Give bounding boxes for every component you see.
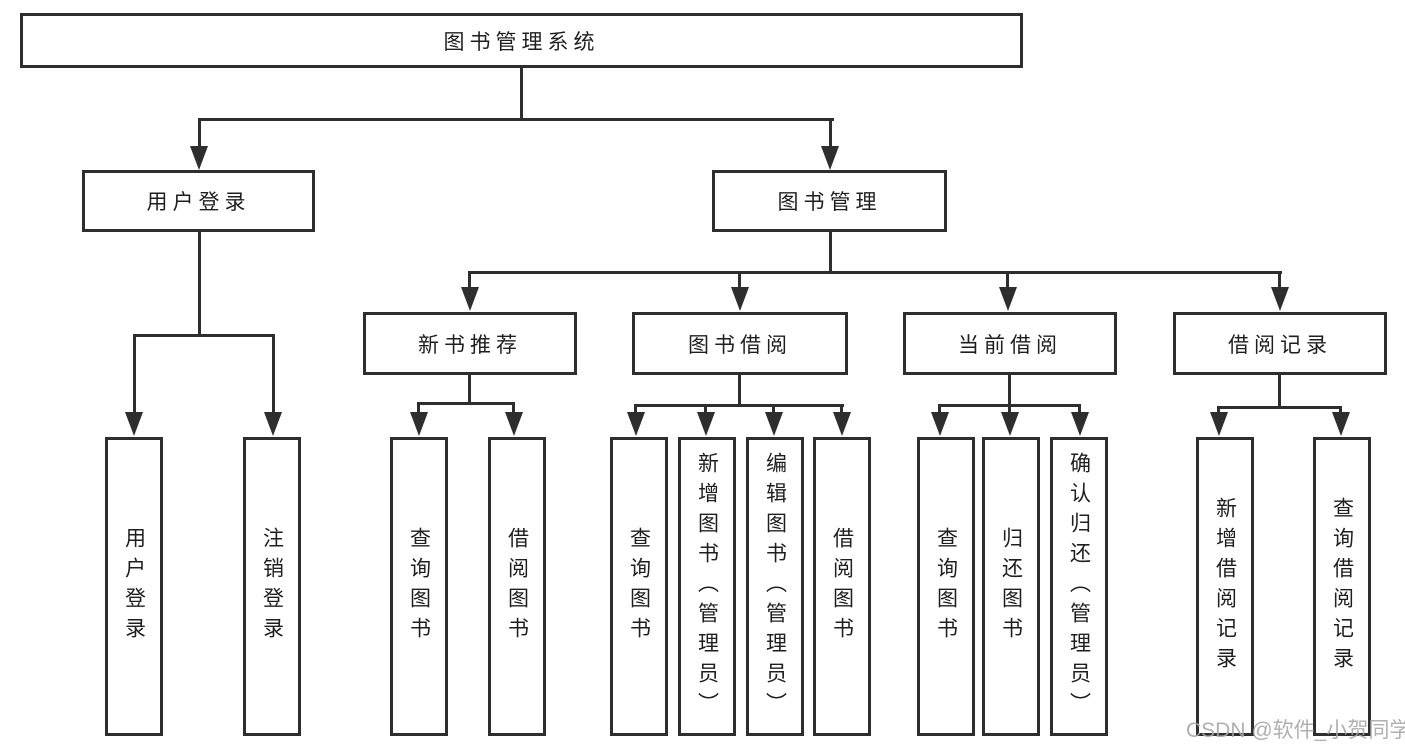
connector-line [133,334,275,337]
connector-line [1278,374,1281,408]
connector-line [469,271,1282,274]
arrowhead-icon [410,412,428,436]
connector-line [1218,406,1342,409]
connector-line [418,402,515,405]
connector-line [468,271,471,289]
connector-line [1008,374,1011,406]
leaf-borrow-borrow-book: 借阅图书 [813,437,871,736]
leaf-logout: 注销登录 [243,437,301,736]
connector-line [198,231,201,336]
arrowhead-icon [731,287,749,311]
node-current-borrow-label: 当前借阅 [958,333,1062,357]
connector-line [840,404,843,414]
node-book-borrow-label: 图书借阅 [688,333,792,357]
connector-line [772,404,775,414]
leaf-user-login: 用户登录 [105,437,163,736]
arrowhead-icon [999,287,1017,311]
node-user-login-label: 用户登录 [146,191,251,214]
leaf-current-return-book: 归还图书 [982,437,1040,736]
node-borrow-record: 借阅记录 [1173,312,1387,375]
leaf-record-add-record-label: 新增借阅记录 [1213,496,1237,677]
arrowhead-icon [765,412,783,436]
leaf-recommend-borrow-book: 借阅图书 [488,437,546,736]
connector-line [198,118,834,121]
connector-line [938,404,941,414]
connector-line [520,66,523,120]
leaf-current-confirm-return-label: 确认归还（管理员） [1067,451,1091,722]
leaf-borrow-add-book: 新增图书（管理员） [678,437,736,736]
connector-line [468,374,471,404]
connector-line [1078,404,1081,414]
connector-line [133,334,136,414]
node-book-management-label: 图书管理 [777,191,882,214]
connector-line [635,404,844,407]
connector-line [1339,406,1342,414]
leaf-current-return-book-label: 归还图书 [999,526,1023,647]
leaf-current-confirm-return: 确认归还（管理员） [1050,437,1108,736]
leaf-borrow-query-book: 查询图书 [610,437,668,736]
leaf-borrow-edit-book-label: 编辑图书（管理员） [763,451,787,722]
connector-line [417,402,420,414]
connector-line [704,404,707,414]
leaf-record-query-record: 查询借阅记录 [1313,437,1371,736]
arrowhead-icon [461,287,479,311]
node-book-borrow: 图书借阅 [632,312,848,375]
watermark-text: CSDN @软件_小贺同学 [1186,719,1405,742]
arrowhead-icon [125,412,143,436]
arrowhead-icon [931,412,949,436]
arrowhead-icon [264,412,282,436]
leaf-record-add-record: 新增借阅记录 [1196,437,1254,736]
arrowhead-icon [505,412,523,436]
connector-line [829,231,832,273]
leaf-recommend-borrow-book-label: 借阅图书 [505,526,529,647]
arrowhead-icon [821,146,839,170]
node-borrow-record-label: 借阅记录 [1228,333,1332,357]
connector-line [738,271,741,289]
leaf-logout-label: 注销登录 [260,526,284,647]
node-book-management: 图书管理 [712,170,947,232]
arrowhead-icon [1271,287,1289,311]
node-new-book-recommend: 新书推荐 [363,312,577,375]
connector-line [1278,271,1281,289]
connector-line [198,118,201,148]
leaf-borrow-query-book-label: 查询图书 [627,526,651,647]
leaf-recommend-query-book-label: 查询图书 [407,526,431,647]
arrowhead-icon [1001,412,1019,436]
leaf-borrow-edit-book: 编辑图书（管理员） [746,437,804,736]
connector-line [1008,404,1011,414]
leaf-current-query-book-label: 查询图书 [934,526,958,647]
node-root-label: 图书管理系统 [443,30,600,54]
arrowhead-icon [1210,412,1228,436]
connector-line [512,402,515,414]
leaf-user-login-label: 用户登录 [122,526,146,647]
node-current-borrow: 当前借阅 [903,312,1117,375]
node-new-book-recommend-label: 新书推荐 [418,333,522,357]
connector-line [1217,406,1220,414]
arrowhead-icon [627,412,645,436]
leaf-recommend-query-book: 查询图书 [390,437,448,736]
connector-line [634,404,637,414]
connector-line [829,118,832,148]
connector-line [1006,271,1009,289]
arrowhead-icon [190,146,208,170]
arrowhead-icon [833,412,851,436]
leaf-current-query-book: 查询图书 [917,437,975,736]
connector-line [738,374,741,406]
connector-line [272,334,275,414]
arrowhead-icon [1071,412,1089,436]
leaf-borrow-add-book-label: 新增图书（管理员） [695,451,719,722]
leaf-record-query-record-label: 查询借阅记录 [1330,496,1354,677]
arrowhead-icon [1332,412,1350,436]
leaf-borrow-borrow-book-label: 借阅图书 [830,526,854,647]
node-root: 图书管理系统 [20,13,1023,68]
arrowhead-icon [697,412,715,436]
node-user-login: 用户登录 [82,170,315,232]
